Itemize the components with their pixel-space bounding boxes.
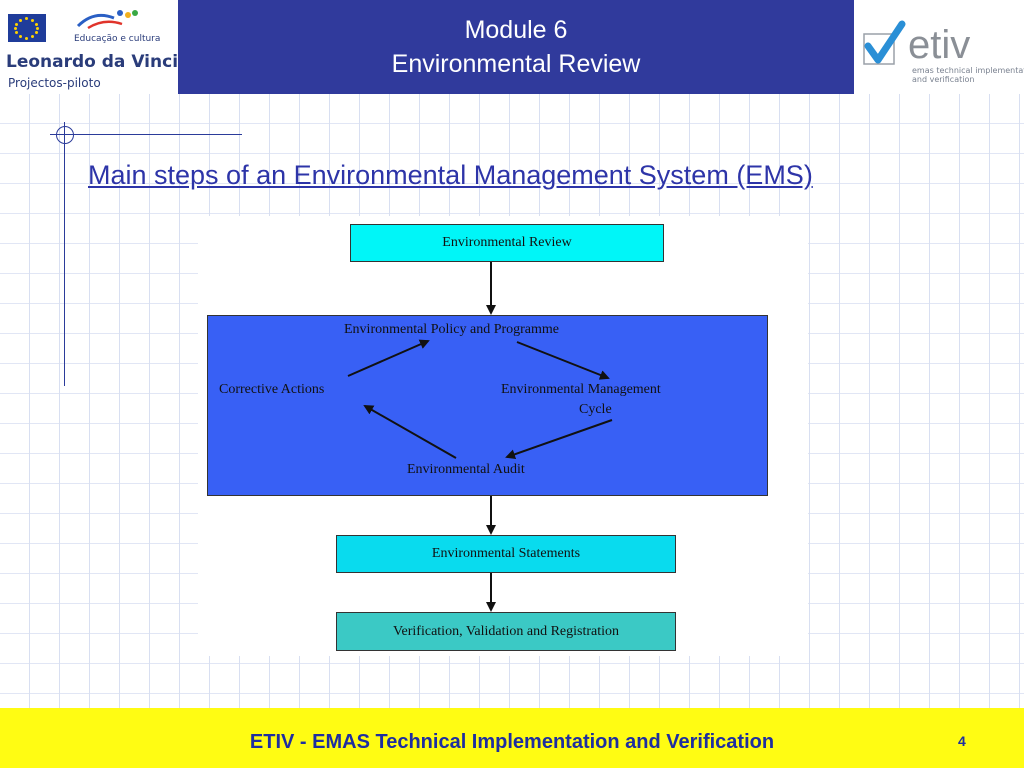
program-name: Leonardo da Vinci [6,52,179,72]
etiv-tagline-line2: and verification [912,75,975,84]
decorative-line-horizontal [50,134,242,135]
module-title: Module 6 [464,16,568,44]
page-number: 4 [958,733,966,749]
program-subtitle: Projectos-piloto [8,76,101,90]
arrow-corrective-to-policy [347,339,430,377]
module-subtitle: Environmental Review [391,50,641,78]
verification-label: Verification, Validation and Registratio… [392,623,620,639]
environmental-review-label: Environmental Review [442,235,572,250]
environmental-audit-label: Environmental Audit [407,462,525,477]
footer-bar [0,708,1024,768]
environmental-statements-label: Environmental Statements [431,546,581,561]
ems-cycle-box [207,315,768,496]
slide-title: Main steps of an Environmental Managemen… [88,160,813,190]
environmental-review-box: Environmental Review [350,224,664,262]
management-cycle-label-line2: Cycle [579,402,612,417]
etiv-tagline: emas technical implementation and verifi… [912,66,1024,84]
verification-box: Verification, Validation and Registratio… [336,612,676,651]
arrow-policy-to-management [516,341,610,380]
environmental-statements-box: Environmental Statements [336,535,676,573]
etiv-tagline-line1: emas technical implementation [912,66,1024,75]
program-caption: Educação e cultura [74,34,161,44]
etiv-logo-icon: etiv [863,20,970,67]
decorative-circle [56,126,74,144]
footer-text: ETIV - EMAS Technical Implementation and… [249,731,775,753]
policy-programme-label: Environmental Policy and Programme [344,322,560,337]
management-cycle-label: Environmental Management [501,382,661,397]
decorative-line-vertical [64,122,65,386]
slide-header: Module 6 Environmental Review [178,0,854,94]
arrow-management-to-audit [505,419,613,460]
corrective-actions-label: Corrective Actions [219,382,325,397]
svg-text:etiv: etiv [908,23,970,67]
eu-flag-icon [8,14,46,42]
leonardo-logo-panel: Educação e cultura Leonardo da Vinci Pro… [0,0,178,94]
etiv-logo-panel: etiv emas technical implementation and v… [854,0,1024,94]
education-culture-icon [76,10,138,30]
arrow-audit-to-corrective [363,405,457,459]
